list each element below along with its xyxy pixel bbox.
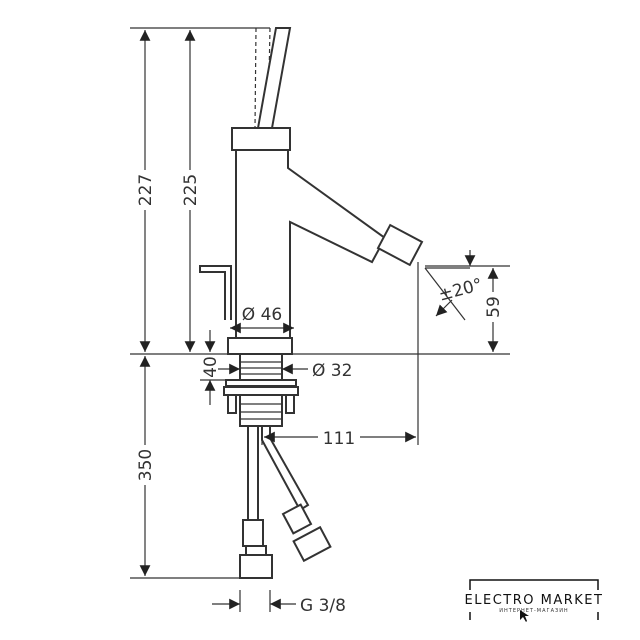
dim-40-label: 40 <box>201 356 221 378</box>
dimension-thread: G 3/8 <box>212 590 346 616</box>
svg-text:ELECTRO MARKET: ELECTRO MARKET <box>465 593 604 608</box>
reference-lines <box>130 27 510 579</box>
dim-d46-label: Ø 46 <box>242 305 282 325</box>
dimension-227: 227 <box>135 29 156 352</box>
dimension-350: 350 <box>135 356 156 576</box>
dim-350-label: 350 <box>136 449 156 481</box>
electro-market-logo: ELECTRO MARKET ИНТЕРНЕТ-МАГАЗИН <box>465 579 604 622</box>
dim-59-label: 59 <box>484 296 504 318</box>
svg-text:ИНТЕРНЕТ-МАГАЗИН: ИНТЕРНЕТ-МАГАЗИН <box>499 608 568 614</box>
dimension-d46: Ø 46 <box>230 305 294 334</box>
dimension-swivel-angle: ±20° <box>424 267 485 321</box>
dim-thread-label: G 3/8 <box>300 596 346 616</box>
dimension-40: 40 <box>200 330 235 405</box>
dimension-225: 225 <box>180 29 201 352</box>
dimension-d32: Ø 32 <box>218 361 352 381</box>
dim-227-label: 227 <box>136 174 156 206</box>
supply-hoses <box>239 425 332 579</box>
faucet-body <box>199 27 424 355</box>
dim-225-label: 225 <box>181 174 201 206</box>
dimension-111: 111 <box>264 425 416 449</box>
threaded-shank <box>223 353 299 427</box>
dimension-59: 59 <box>464 250 504 352</box>
dim-d32-label: Ø 32 <box>312 361 352 381</box>
dim-angle-label: ±20° <box>437 275 485 306</box>
dim-111-label: 111 <box>323 429 355 449</box>
